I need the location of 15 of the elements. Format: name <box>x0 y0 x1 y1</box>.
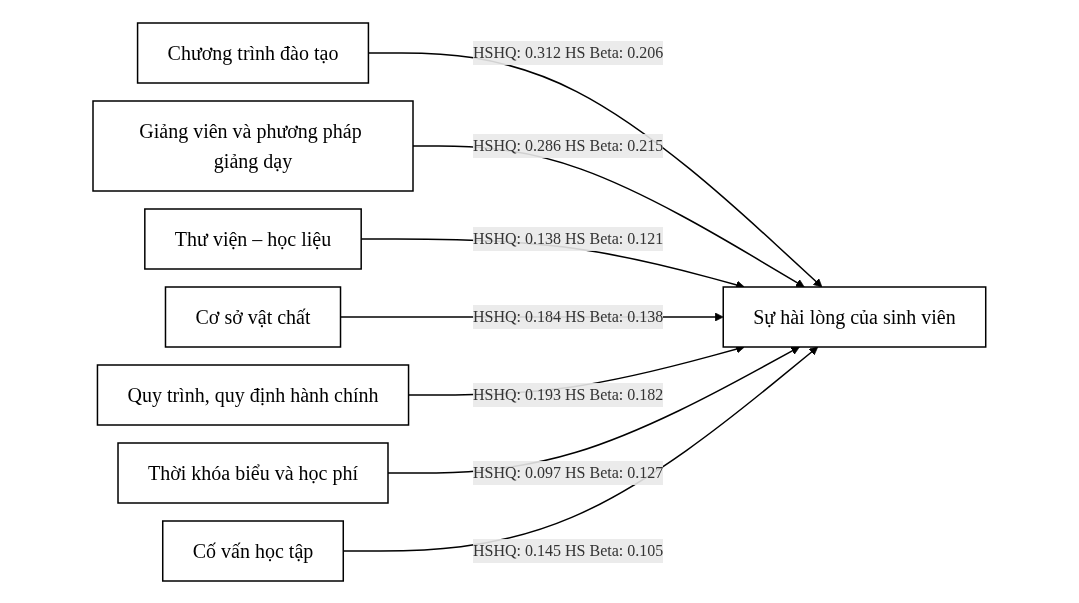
edge-label: HSHQ: 0.193 HS Beta: 0.182 <box>473 385 664 403</box>
node-box: Thời khóa biểu và học phí <box>117 441 389 504</box>
edge-label: HSHQ: 0.184 HS Beta: 0.138 <box>473 307 664 325</box>
edge-label: HSHQ: 0.312 HS Beta: 0.206 <box>473 43 664 61</box>
node-box: Cơ sở vật chất <box>164 285 342 348</box>
node-box: Thư viện – học liệu <box>144 207 363 270</box>
node-box: Sự hài lòng của sinh viên <box>722 285 987 348</box>
edge-label: HSHQ: 0.138 HS Beta: 0.121 <box>473 229 664 247</box>
node-box: Cố vấn học tập <box>162 519 345 582</box>
node-box: Giảng viên và phương pháp giảng dạy <box>92 99 414 192</box>
edge-label: HSHQ: 0.286 HS Beta: 0.215 <box>473 136 664 154</box>
edge-label: HSHQ: 0.097 HS Beta: 0.127 <box>473 463 664 481</box>
node-box: Quy trình, quy định hành chính <box>96 363 410 426</box>
node-box: Chương trình đào tạo <box>136 21 370 84</box>
edge-label: HSHQ: 0.145 HS Beta: 0.105 <box>473 541 664 559</box>
